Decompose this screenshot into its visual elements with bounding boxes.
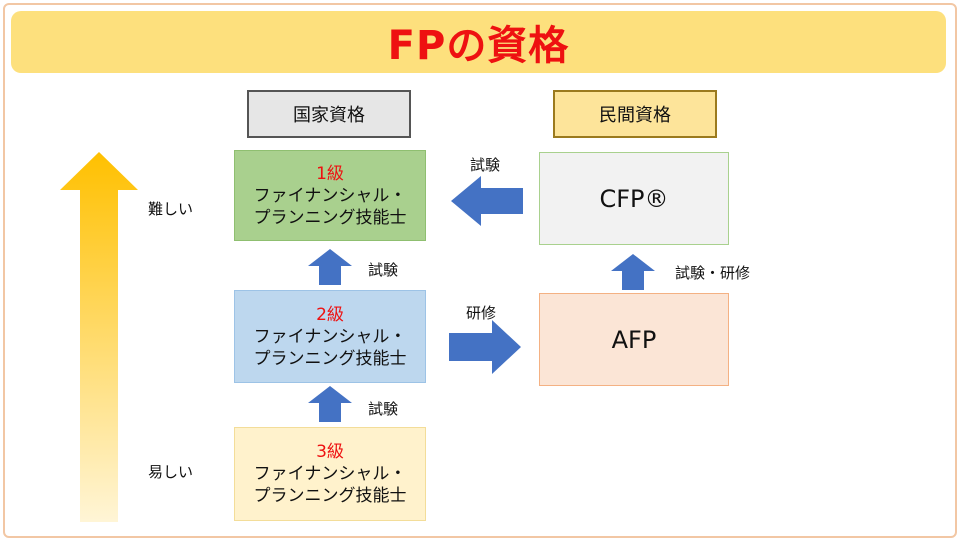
title-banner: FPの資格 — [11, 11, 946, 73]
grade-2-name-line2: プランニング技能士 — [253, 348, 407, 369]
grade-1-name-line1: ファイナンシャル・ — [253, 185, 407, 206]
grade-2-level: 2級 — [316, 304, 344, 325]
exam-label-3-to-2: 試験 — [368, 400, 399, 418]
exam-label-cfp-to-1: 試験 — [470, 156, 501, 174]
grade-1-name-line2: プランニング技能士 — [253, 207, 407, 228]
up-arrow-afp-to-cfp — [611, 254, 655, 290]
slide-frame — [3, 3, 957, 538]
right-arrow-2-to-afp — [449, 320, 521, 374]
grade-3-level: 3級 — [316, 442, 344, 462]
up-arrow-3-to-2 — [308, 386, 352, 422]
training-label-2-to-afp: 研修 — [466, 304, 497, 322]
cfp-box: CFP® — [539, 152, 729, 245]
grade-3-fp-box: 3級 ファイナンシャル・ プランニング技能士 — [234, 427, 426, 521]
difficulty-hard-label: 難しい — [148, 200, 194, 218]
grade-1-fp-box: 1級 ファイナンシャル・ プランニング技能士 — [234, 150, 426, 241]
difficulty-easy-label: 易しい — [148, 463, 194, 481]
private-qualification-header: 民間資格 — [553, 90, 717, 138]
up-arrow-2-to-1 — [308, 249, 352, 285]
grade-2-fp-box: 2級 ファイナンシャル・ プランニング技能士 — [234, 290, 426, 383]
grade-3-name-line1: ファイナンシャル・ — [253, 464, 407, 484]
grade-1-level: 1級 — [316, 163, 344, 184]
grade-3-name-line2: プランニング技能士 — [253, 486, 407, 506]
difficulty-arrow — [60, 152, 138, 522]
page-title: FPの資格 — [387, 23, 570, 69]
national-qualification-header: 国家資格 — [247, 90, 411, 138]
left-arrow-cfp-to-1 — [451, 176, 523, 226]
afp-box: AFP — [539, 293, 729, 386]
grade-2-name-line1: ファイナンシャル・ — [253, 326, 407, 347]
exam-training-label-afp-to-cfp: 試験・研修 — [675, 264, 751, 282]
exam-label-2-to-1: 試験 — [368, 261, 399, 279]
